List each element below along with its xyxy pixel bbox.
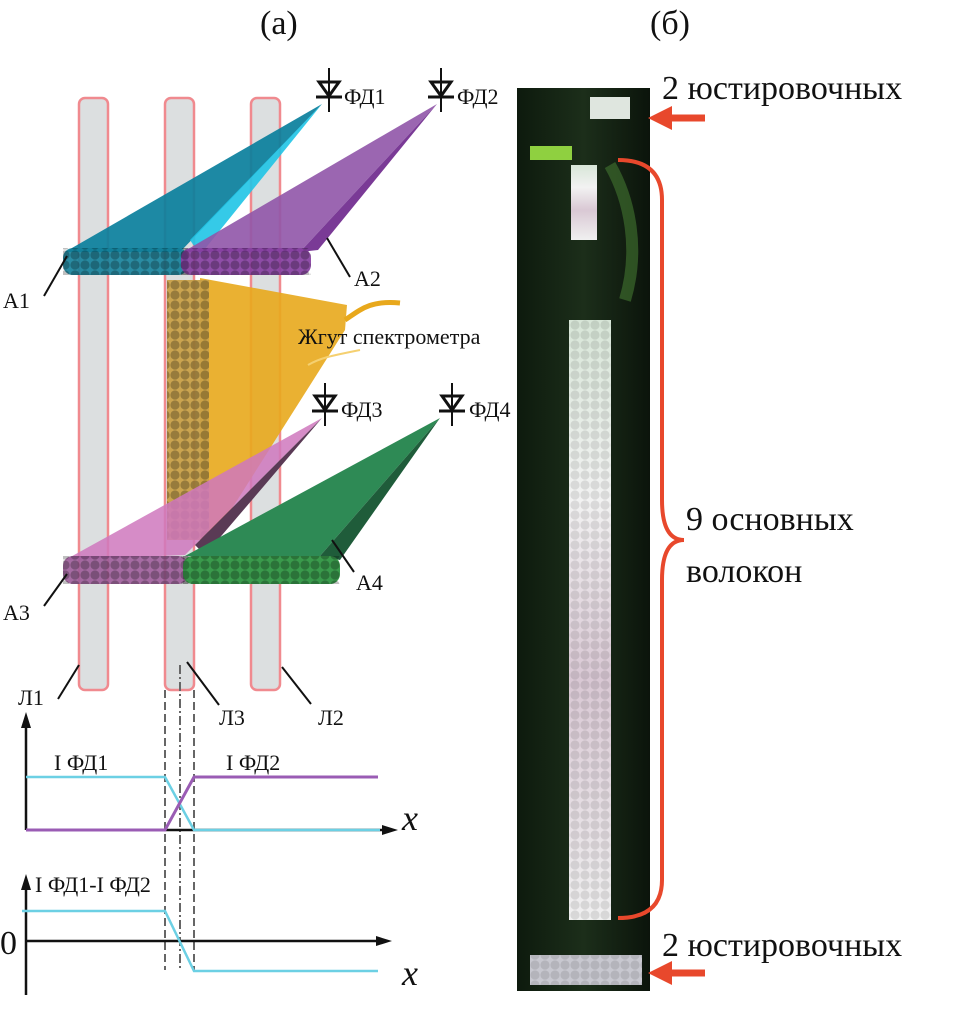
leader-a3 — [43, 573, 68, 607]
fd3-label: ФД3 — [341, 397, 382, 422]
array-a4-label: А4 — [356, 570, 383, 595]
top-arrow-icon — [648, 106, 705, 130]
leader-l1 — [57, 664, 80, 700]
diode-icon — [312, 383, 338, 426]
fd1-label: ФД1 — [344, 84, 385, 109]
array-a2-label: А2 — [354, 266, 381, 291]
leader-a4 — [331, 539, 355, 573]
panel-a-title: (а) — [260, 5, 298, 42]
leader-l2 — [281, 666, 312, 705]
curly-brace-icon — [617, 158, 685, 920]
bottom-alignment-label: 2 юстировочных — [662, 927, 902, 964]
curve-i-fd2 — [26, 775, 378, 832]
top-alignment-label: 2 юстировочных — [662, 70, 902, 107]
lens-l3-label: Л3 — [219, 705, 245, 730]
fd2-label: ФД2 — [457, 84, 498, 109]
photodiode-fd3: ФД3 — [312, 383, 382, 426]
lens-l2-label: Л2 — [318, 705, 344, 730]
diode-icon — [439, 383, 465, 426]
array-a2 — [181, 104, 437, 275]
array-a3-label: А3 — [3, 600, 30, 625]
bottom-arrow-icon — [648, 961, 705, 985]
array-a4 — [183, 418, 440, 584]
graph-difference: I ФД1-I ФД2 0 x — [0, 872, 418, 995]
panel-b-title: (б) — [650, 5, 690, 42]
photodiode-fd4: ФД4 — [439, 383, 510, 426]
photodiode-fd1: ФД1 — [316, 68, 385, 112]
diode-icon — [316, 68, 342, 112]
x-axis-label-2: x — [401, 953, 418, 993]
lens-rod-l1 — [77, 96, 110, 692]
leader-a2 — [326, 237, 351, 278]
array-a3 — [63, 418, 322, 584]
graph-photocurrents: I ФД1 I ФД2 x — [21, 712, 418, 838]
label-difference: I ФД1-I ФД2 — [35, 872, 151, 897]
lens-l1-label: Л1 — [18, 685, 44, 710]
array-a1 — [63, 104, 322, 275]
fiber-photo — [517, 88, 650, 991]
zero-label: 0 — [0, 925, 17, 962]
leader-a1 — [43, 255, 68, 297]
photodiode-fd2: ФД2 — [428, 68, 498, 112]
curve-difference — [22, 909, 378, 973]
harness-label: Жгут спектрометра — [298, 324, 481, 349]
fd4-label: ФД4 — [469, 397, 510, 422]
label-i-fd2: I ФД2 — [226, 750, 280, 775]
x-axis-label: x — [401, 798, 418, 838]
array-a1-label: А1 — [3, 288, 30, 313]
diode-icon — [428, 68, 454, 112]
main-fibers-label-line2: волокон — [686, 553, 802, 590]
leader-l3 — [186, 661, 220, 706]
curve-i-fd1 — [26, 775, 380, 832]
label-i-fd1: I ФД1 — [54, 750, 108, 775]
main-fibers-label-line1: 9 основных — [686, 501, 854, 538]
